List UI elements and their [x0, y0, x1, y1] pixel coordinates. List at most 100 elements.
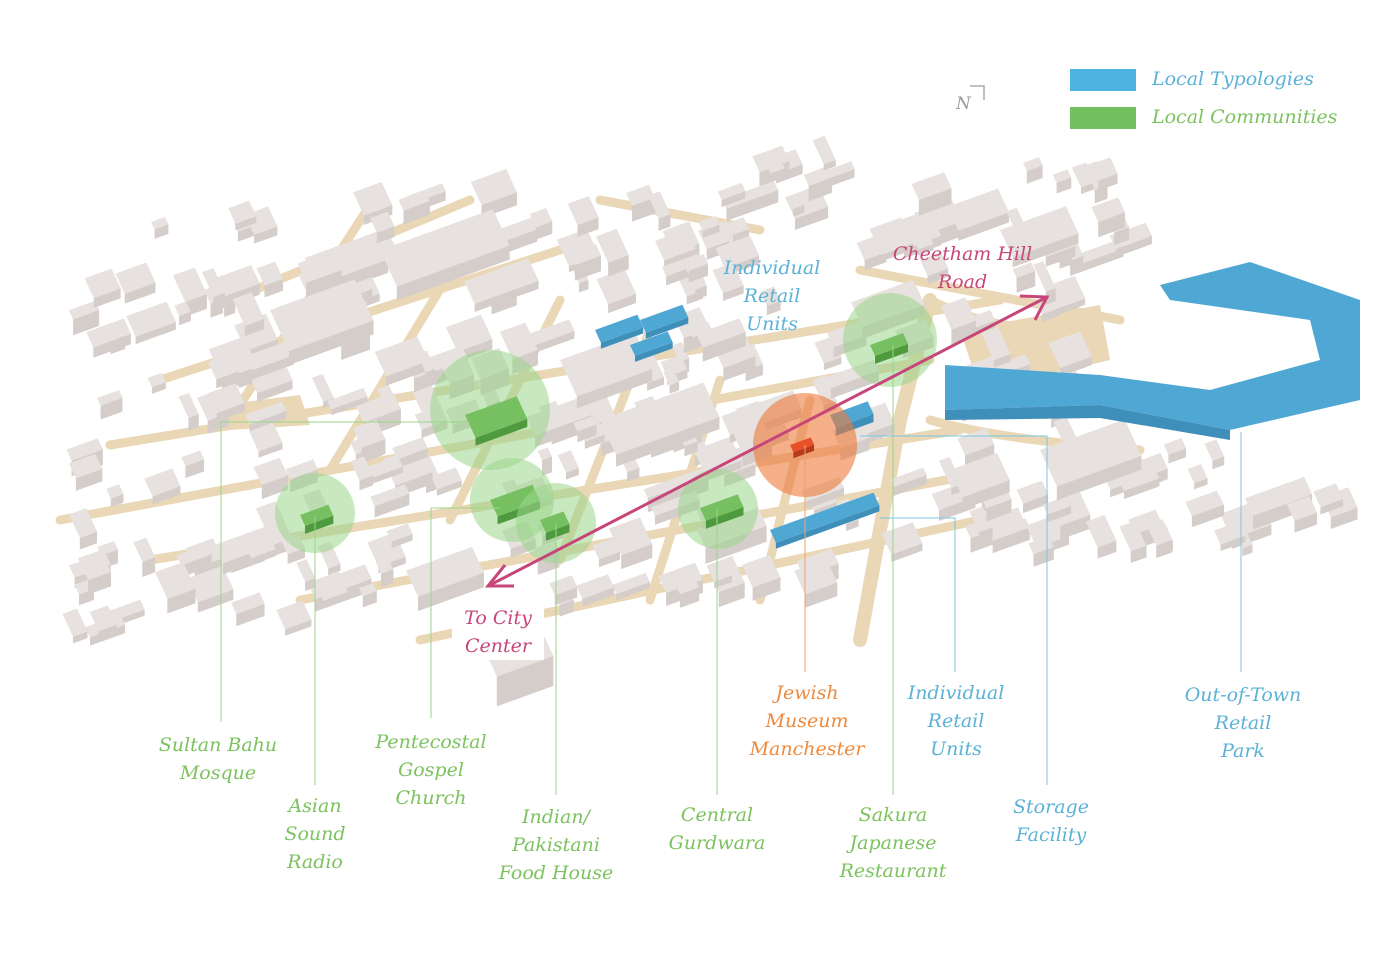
legend-communities-swatch [1070, 107, 1136, 129]
legend-typologies-label: Local Typologies [1152, 68, 1314, 90]
building [947, 188, 1009, 241]
building [297, 250, 342, 298]
building [245, 401, 287, 432]
building [912, 232, 934, 256]
asian-sound-radio-label: Asian Sound Radio [284, 795, 346, 873]
individual-retail-unit [630, 331, 673, 362]
central-gurdwara-label: Central Gurdwara [668, 804, 766, 854]
building [911, 172, 952, 216]
leader-pentecostal-gospel-church [430, 507, 500, 718]
building [696, 318, 746, 362]
building [155, 562, 196, 614]
building [869, 217, 913, 262]
building [569, 243, 602, 281]
building [576, 574, 615, 607]
community-building [700, 494, 744, 529]
building [788, 194, 805, 217]
building [243, 532, 276, 565]
building [207, 383, 245, 422]
building [881, 522, 923, 562]
building [86, 318, 131, 358]
building [213, 265, 260, 309]
building [1185, 490, 1224, 528]
building [812, 135, 836, 171]
out-of-town-retail-park-label: Out-of-Town Retail Park [1184, 684, 1302, 762]
jewish-museum-building [790, 437, 815, 459]
community-building [300, 504, 334, 534]
local-typology-buildings [595, 262, 1360, 549]
building [126, 301, 176, 345]
indian-pakistani-food-house-label: Indian/ Pakistani Food House [498, 806, 614, 884]
sakura-japanese-restaurant-label: Sakura Japanese Restaurant [839, 804, 947, 882]
building [89, 605, 117, 639]
pentecostal-gospel-church-label: Pentecostal Gospel Church [375, 731, 487, 809]
building [611, 572, 650, 601]
building [1286, 496, 1317, 533]
building [663, 368, 680, 394]
building-blocks [62, 135, 1358, 707]
individual-retail-unit [595, 314, 644, 349]
building [77, 550, 111, 595]
building [1146, 519, 1172, 559]
building [1028, 536, 1054, 567]
cheetham-hill-road-arrow [484, 294, 1050, 588]
building [567, 196, 599, 237]
building [228, 200, 257, 231]
building [722, 180, 779, 222]
building [370, 211, 395, 244]
legend-communities-label: Local Communities [1152, 106, 1338, 128]
building [1090, 157, 1118, 191]
individual-retail-unit [640, 304, 689, 339]
building [969, 506, 993, 546]
building [464, 258, 539, 312]
building [276, 600, 312, 636]
leader-storage-facility [860, 435, 1048, 785]
building [62, 608, 88, 644]
building [981, 327, 1011, 368]
building [97, 390, 123, 420]
building [1163, 438, 1187, 464]
building [762, 151, 785, 181]
building [1048, 331, 1092, 377]
storage-facility-label: Storage Facility [1013, 796, 1089, 846]
building [1042, 496, 1071, 523]
label-leader-lines [220, 85, 1242, 795]
building [233, 356, 253, 389]
building [147, 372, 166, 394]
jewish-museum-manchester-label: Jewish Museum Manchester [749, 682, 865, 760]
building [712, 262, 744, 301]
building [890, 467, 927, 496]
building [207, 352, 241, 389]
building [557, 450, 579, 480]
building [596, 228, 629, 277]
building [1313, 483, 1344, 515]
building [178, 392, 199, 431]
building [760, 286, 781, 316]
building [359, 582, 377, 608]
retail-park-side [945, 405, 1230, 440]
building [68, 453, 103, 491]
building [919, 252, 949, 285]
building [174, 301, 191, 326]
building [1187, 464, 1208, 490]
building [673, 572, 700, 608]
building [144, 468, 181, 505]
building [202, 268, 225, 308]
building [742, 554, 781, 601]
building [1023, 157, 1043, 184]
building [68, 300, 100, 336]
building [707, 561, 732, 589]
building [386, 523, 413, 548]
leader-individual-retail-units [880, 517, 956, 672]
building [537, 447, 552, 476]
out-of-town-retail-park-block [945, 262, 1360, 430]
sultan-bahu-mosque-label: Sultan Bahu Mosque [158, 734, 278, 784]
route-arrowhead-northeast [1019, 294, 1050, 321]
building [1117, 464, 1160, 500]
community-building [465, 396, 528, 446]
building [717, 182, 746, 208]
legend-typologies-swatch [1070, 69, 1136, 91]
building [417, 350, 435, 383]
building [181, 450, 205, 479]
